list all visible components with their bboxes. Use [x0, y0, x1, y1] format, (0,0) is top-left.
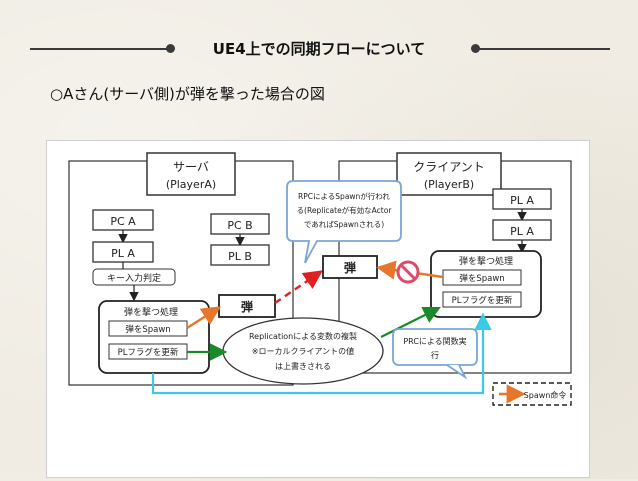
client-bullet-label: 弾 [344, 260, 356, 275]
green-arrow-client-flag [380, 307, 441, 338]
prc-callout-tail [446, 364, 468, 380]
slide-subtitle: ○Aさん(サーバ側)が弾を撃った場合の図 [50, 85, 325, 103]
client-spawn-bullet-box [442, 269, 522, 286]
replication-line3: は上書きされる [275, 361, 331, 371]
client-pla-label-1: PL A [510, 194, 534, 207]
server-spawn-bullet-box [108, 320, 188, 337]
client-title-line2: (PlayerB) [424, 178, 474, 191]
title-bullet-right [471, 44, 480, 53]
rpc-callout [286, 180, 402, 264]
rpc-note-line1: RPCによるSpawnが行われ [298, 191, 390, 201]
diagram-frame: サーバ (PlayerA) クライアント (PlayerB) PC A PL A… [46, 140, 590, 478]
server-spawn-bullet-label: 弾をSpawn [125, 324, 170, 335]
client-spawn-bullet-label: 弾をSpawn [459, 273, 504, 284]
server-plb-label: PL B [228, 250, 252, 263]
rpc-note-line2: る(Replicateが有効なActor [297, 205, 393, 215]
client-pla-label-2: PL A [510, 225, 534, 238]
title-rule-right [475, 48, 610, 50]
server-pl-flag-label: PLフラグを更新 [118, 347, 179, 358]
cyan-prc-arrow [151, 312, 492, 395]
server-bullet-label: 弾 [241, 299, 253, 314]
server-fire-process-label: 弾を撃つ処理 [124, 306, 178, 318]
server-pcb-label: PC B [227, 219, 252, 232]
prc-note-line1: PRCによる関数実 [403, 336, 466, 346]
client-title-box [396, 152, 502, 196]
sync-flow-diagram: サーバ (PlayerA) クライアント (PlayerB) PC A PL A… [68, 152, 572, 406]
prc-callout [392, 328, 478, 366]
orange-spawn-arrow-server [186, 306, 222, 330]
replication-line2: ※ローカルクライアントの値 [252, 346, 354, 356]
client-title-line1: クライアント [413, 160, 485, 174]
prc-note-line2: 行 [431, 350, 439, 360]
server-title-line1: サーバ [173, 160, 209, 174]
server-plb-box [210, 244, 270, 266]
server-bullet-box [218, 294, 276, 318]
server-pca-label: PC A [110, 215, 136, 228]
client-pl-flag-box [442, 291, 522, 308]
replication-line1: Replicationによる変数の複製 [249, 331, 357, 341]
server-title-box [146, 152, 236, 196]
client-pl-flag-label: PLフラグを更新 [452, 295, 513, 306]
title-rule-left [30, 48, 170, 50]
red-dashed-rpc-arrow [274, 270, 323, 304]
slide-title: UE4上での同期フローについて [212, 40, 426, 58]
prohibited-icon [396, 260, 420, 284]
legend-spawn-label: Spawn命令 [524, 390, 567, 400]
key-input-label: キー入力判定 [107, 272, 161, 284]
title-bullet-left [166, 44, 175, 53]
rpc-note-line3: であればSpawnされる) [304, 220, 384, 229]
server-title-line2: (PlayerA) [166, 178, 216, 191]
server-pla-label: PL A [111, 247, 135, 260]
client-fire-process-label: 弾を撃つ処理 [459, 255, 513, 267]
